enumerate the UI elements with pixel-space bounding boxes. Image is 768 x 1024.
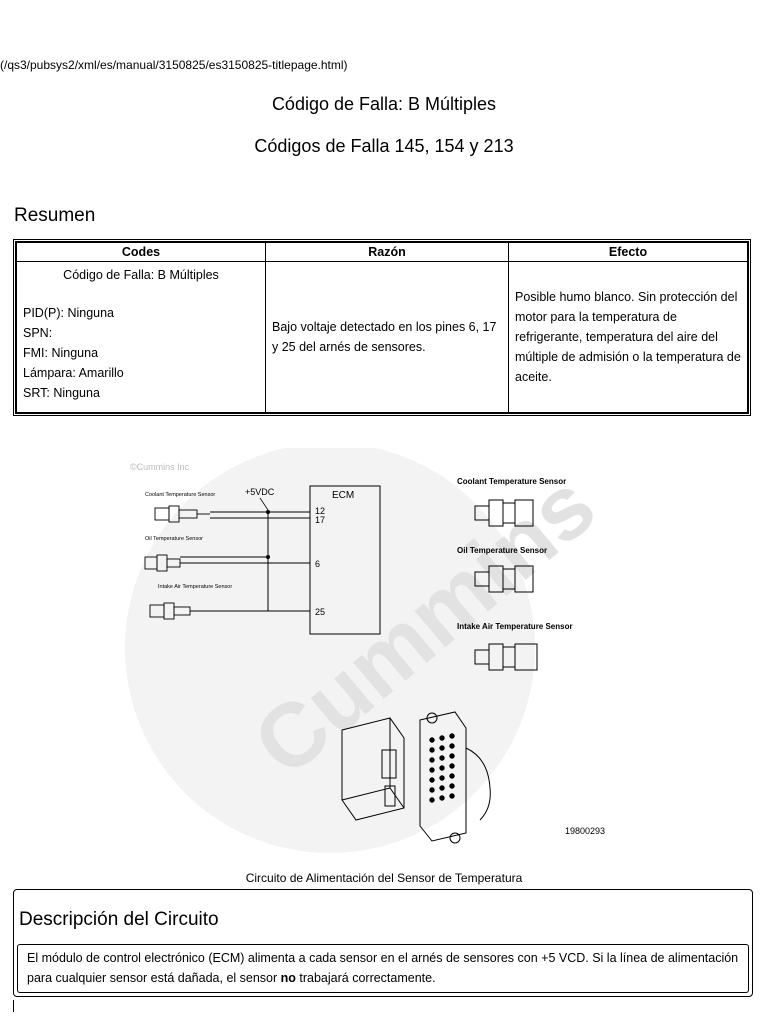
summary-heading: Resumen [14, 205, 96, 226]
coolant-sensor-icon [154, 505, 210, 523]
right-label-coolant: Coolant Temperature Sensor [457, 477, 566, 486]
coolant-sensor-large-icon [474, 499, 534, 527]
header-efecto: Efecto [508, 242, 748, 262]
emphasis-no: no [280, 971, 296, 985]
ecm-box [309, 485, 381, 635]
junction-dot [266, 555, 270, 559]
oil-sensor-large-icon [474, 565, 534, 593]
figure-number: 19800293 [565, 826, 605, 836]
code-line-srt: SRT: Ninguna [23, 386, 100, 400]
efecto-cell: Posible humo blanco. Sin protección del … [508, 261, 748, 413]
left-label-oil: Oil Temperature Sensor [145, 536, 203, 542]
pin-12: 12 [315, 506, 325, 516]
circuit-diagram: Cummins ©Cummins Inc ECM +5VDC 12 17 6 2… [120, 443, 620, 858]
voltage-label: +5VDC [245, 487, 275, 497]
page-title: Código de Falla: B Múltiples [271, 94, 497, 114]
intake-sensor-icon [149, 602, 191, 620]
right-label-oil: Oil Temperature Sensor [457, 546, 547, 555]
document-path: (/qs3/pubsys2/xml/es/manual/3150825/es31… [0, 58, 348, 72]
header-codes: Codes [16, 242, 266, 262]
figure-caption: Circuito de Alimentación del Sensor de T… [245, 871, 523, 885]
ecm-label: ECM [332, 490, 354, 501]
summary-table: Codes Razón Efecto Código de Falla: B Mú… [13, 239, 751, 416]
harness-connector-icon [419, 711, 491, 844]
razon-cell: Bajo voltaje detectado en los pines 6, 1… [265, 261, 509, 413]
circuit-description-panel: Descripción del Circuito El módulo de co… [13, 889, 753, 997]
codes-title: Código de Falla: B Múltiples [63, 268, 219, 282]
junction-dot [266, 510, 270, 514]
watermark-logo: Cummins [125, 443, 614, 853]
pin-6: 6 [315, 559, 320, 569]
ecm-module-icon [341, 717, 405, 821]
copyright-text: ©Cummins Inc [130, 462, 190, 472]
intake-sensor-large-icon [474, 643, 538, 671]
pin-25: 25 [315, 607, 325, 617]
code-line-pid: PID(P): Ninguna [23, 306, 115, 320]
page-subtitle: Códigos de Falla 145, 154 y 213 [254, 136, 514, 156]
divider [13, 1000, 14, 1012]
left-label-intake: Intake Air Temperature Sensor [158, 584, 232, 590]
code-line-spn: SPN: [23, 326, 53, 340]
circuit-description-text: El módulo de control electrónico (ECM) a… [17, 944, 749, 993]
oil-sensor-icon [144, 554, 181, 572]
code-line-fmi: FMI: Ninguna [23, 346, 99, 360]
codes-cell: Código de Falla: B Múltiples PID(P): Nin… [16, 261, 266, 413]
circuit-description-heading: Descripción del Circuito [19, 909, 219, 930]
left-label-coolant: Coolant Temperature Sensor [145, 492, 215, 498]
header-razon: Razón [265, 242, 509, 262]
pin-17: 17 [315, 515, 325, 525]
table-header-row: Codes Razón Efecto [16, 242, 748, 262]
table-row: Código de Falla: B Múltiples PID(P): Nin… [16, 261, 748, 413]
code-line-lamp: Lámpara: Amarillo [23, 366, 124, 380]
right-label-intake: Intake Air Temperature Sensor [457, 622, 573, 631]
